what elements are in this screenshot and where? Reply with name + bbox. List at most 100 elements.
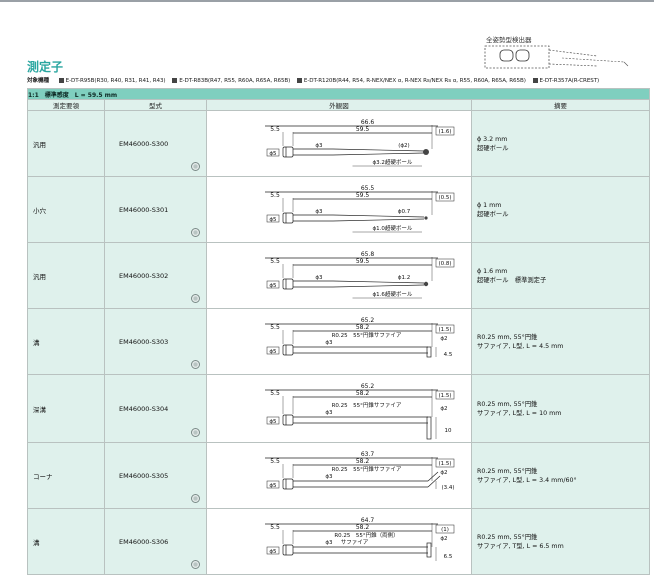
- model-number: EM46000-S301: [119, 205, 169, 214]
- dim-body-diameter: ϕ5: [269, 483, 277, 489]
- dim-tip-diameter: ϕ2: [440, 406, 447, 412]
- summary-line: R0.25 mm, 55°円錐: [477, 467, 538, 475]
- dim-total: 64.7: [361, 517, 375, 524]
- tip-note: ϕ1.6超硬ボール: [373, 290, 413, 298]
- dim-tip: (1.6): [438, 129, 451, 135]
- rohs-badge-icon: [191, 560, 200, 569]
- summary-line: R0.25 mm, 55°円錐: [477, 533, 538, 541]
- row-purpose: 深溝: [27, 374, 105, 443]
- row-summary: R0.25 mm, 55°円錐サファイア, L型, L = 10 mm: [471, 374, 650, 443]
- dim-shank-diameter: ϕ3: [315, 143, 323, 149]
- stylus-spec-table: 1:1 標準感度 L = 59.5 mm 測定要領 型式 外観図 摘要 汎用 E…: [27, 88, 650, 575]
- row-model: EM46000-S306: [104, 508, 207, 575]
- stylus-body: [282, 278, 294, 289]
- dim-left: 5.5: [270, 324, 280, 331]
- dim-tip-length: 6.5: [444, 554, 453, 560]
- dim-shaft: 59.5: [356, 126, 370, 133]
- row-purpose: 溝: [27, 508, 105, 575]
- summary-line: R0.25 mm, 55°円錐: [477, 400, 538, 408]
- row-summary: R0.25 mm, 55°円錐サファイア, L型, L = 4.5 mm: [471, 308, 650, 375]
- ball-tip: [423, 281, 429, 286]
- compatible-machines: 対象機種 E-DT-R95B(R30, R40, R31, R41, R43) …: [27, 76, 649, 84]
- ball-tip: [424, 215, 428, 220]
- machine-group: E-DT-R357A(R-CREST): [539, 78, 600, 84]
- model-number: EM46000-S300: [119, 139, 169, 148]
- summary-line: サファイア, L型, L = 10 mm: [477, 409, 562, 417]
- row-summary: R0.25 mm, 55°円錐サファイア, L型, L = 3.4 mm/60°: [471, 442, 650, 509]
- row-model: EM46000-S305: [104, 442, 207, 509]
- stylus-body: [282, 212, 294, 223]
- dim-body-diameter: ϕ5: [269, 419, 277, 425]
- summary-line: サファイア, L型, L = 4.5 mm: [477, 342, 564, 350]
- bullet-square-icon: [296, 77, 302, 83]
- dim-shaft: 59.5: [356, 258, 370, 265]
- dim-body-diameter: ϕ5: [269, 217, 277, 223]
- dim-shank-diameter: ϕ3: [325, 340, 333, 346]
- dim-left: 5.5: [270, 258, 280, 265]
- header-model: 型式: [104, 99, 207, 111]
- header-figure: 外観図: [206, 99, 472, 111]
- dim-shaft: 58.2: [356, 524, 370, 531]
- dim-left: 5.5: [270, 192, 280, 199]
- dim-left: 5.5: [270, 524, 280, 531]
- dim-total: 65.2: [361, 317, 375, 324]
- dim-body-diameter: ϕ5: [269, 349, 277, 355]
- summary-line: 超硬ボール: [477, 210, 509, 218]
- dim-tip-diameter: ϕ2: [440, 470, 447, 476]
- dim-shank-diameter: ϕ3: [315, 275, 323, 281]
- stylus-body: [282, 478, 294, 489]
- tip-note: R0.25 55°円錐サファイア: [332, 401, 402, 409]
- bullet-square-icon: [172, 77, 178, 83]
- dim-tip-diameter: (ϕ2): [398, 143, 409, 149]
- dim-left: 5.5: [270, 390, 280, 397]
- ball-tip: [423, 148, 429, 155]
- row-purpose: 溝: [27, 308, 105, 375]
- dim-tip: (1): [441, 527, 449, 533]
- tip-note: R0.25 55°円錐サファイア: [332, 331, 402, 339]
- row-model: EM46000-S301: [104, 176, 207, 243]
- sensor-label: 全姿勢型検出器: [486, 36, 532, 44]
- dim-shaft: 59.5: [356, 192, 370, 199]
- dim-tip-diameter: ϕ2: [440, 336, 447, 342]
- rohs-badge-icon: [191, 360, 200, 369]
- dim-total: 65.5: [361, 185, 375, 192]
- dim-shank-diameter: ϕ3: [325, 540, 333, 546]
- stylus-body: [282, 146, 294, 157]
- bullet-square-icon: [58, 77, 64, 83]
- dim-tip-diameter: ϕ2: [440, 536, 447, 542]
- rohs-badge-icon: [191, 162, 200, 171]
- row-purpose: 小穴: [27, 176, 105, 243]
- dim-left: 5.5: [270, 126, 280, 133]
- summary-line: サファイア, T型, L = 6.5 mm: [477, 542, 564, 550]
- stylus-body: [282, 414, 294, 425]
- rohs-badge-icon: [191, 294, 200, 303]
- dim-total: 65.2: [361, 383, 375, 390]
- row-purpose: コーナ: [27, 442, 105, 509]
- dim-body-diameter: ϕ5: [269, 549, 277, 555]
- row-purpose: 汎用: [27, 242, 105, 309]
- summary-line: サファイア, L型, L = 3.4 mm/60°: [477, 476, 577, 484]
- dim-shaft: 58.2: [356, 390, 370, 397]
- stylus-tip: [426, 416, 432, 439]
- top-rule: [0, 0, 654, 2]
- dim-tip-length: 4.5: [444, 352, 453, 358]
- row-model: EM46000-S300: [104, 110, 207, 177]
- machine-group: E-DT-R83B(R47, R55, R60A, R65A, R65B): [179, 78, 291, 84]
- dim-tip-diameter: ϕ0.7: [398, 209, 411, 215]
- dim-tip-diameter: ϕ1.2: [398, 275, 410, 281]
- dim-body-diameter: ϕ5: [269, 151, 277, 157]
- row-model: EM46000-S302: [104, 242, 207, 309]
- dim-shank-diameter: ϕ3: [315, 209, 323, 215]
